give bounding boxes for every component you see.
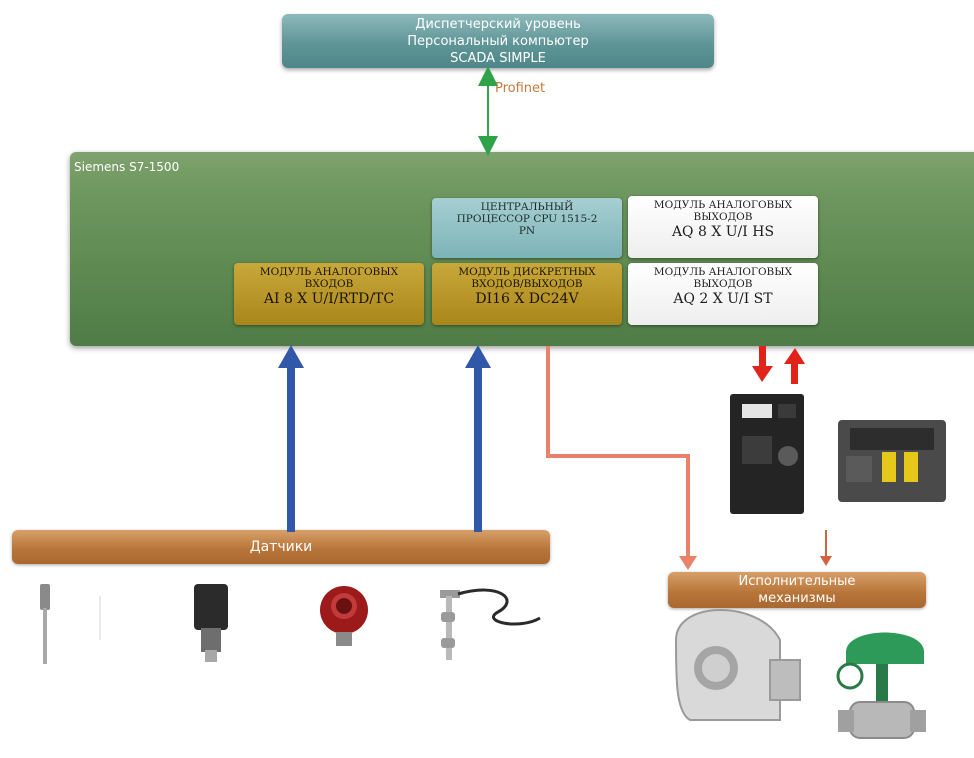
connector-sensor-icon (320, 586, 368, 646)
actuators-line2: механизмы (758, 591, 836, 606)
ai-module: МОДУЛЬ АНАЛОГОВЫХ ВХОДОВ AI 8 X U/I/RTD/… (234, 263, 424, 325)
cpu-line2: ПРОЦЕССОР CPU 1515-2 (456, 213, 598, 225)
scada-line2: Персональный компьютер (407, 34, 589, 49)
aq8-line2: ВЫХОДОВ (693, 211, 753, 223)
di-module: МОДУЛЬ ДИСКРЕТНЫХ ВХОДОВ/ВЫХОДОВ DI16 X … (432, 263, 622, 325)
aq2-module: МОДУЛЬ АНАЛОГОВЫХ ВЫХОДОВ AQ 2 X U/I ST (628, 263, 818, 325)
actuators-line1: Исполнительные (738, 574, 856, 589)
control-valve-icon (836, 632, 926, 739)
scada-line3: SCADA SIMPLE (450, 51, 546, 66)
contactor-to-actuators-arrow (820, 530, 832, 566)
sensors-bar: Датчики (12, 530, 550, 564)
frequency-drive-icon (730, 394, 804, 514)
aq8-module: МОДУЛЬ АНАЛОГОВЫХ ВЫХОДОВ AQ 8 X U/I HS (628, 196, 818, 258)
ai-line1: МОДУЛЬ АНАЛОГОВЫХ (259, 266, 399, 278)
sensor-to-di-arrow (465, 345, 491, 532)
aq8-line1: МОДУЛЬ АНАЛОГОВЫХ (653, 199, 793, 211)
scada-line1: Диспетчерский уровень (415, 17, 581, 32)
pressure-transmitter-icon (194, 584, 228, 662)
profinet-label: Profinet (495, 81, 546, 96)
di-line1: МОДУЛЬ ДИСКРЕТНЫХ (458, 266, 596, 278)
thermocouple-icon (40, 584, 101, 664)
scada-box: Диспетчерский уровень Персональный компь… (282, 14, 714, 68)
aq2-line1: МОДУЛЬ АНАЛОГОВЫХ (653, 266, 793, 278)
cpu-line3: PN (518, 225, 536, 237)
sensors-label: Датчики (249, 539, 313, 555)
drive-to-aq-arrow (784, 348, 805, 384)
aq8-line3: AQ 8 X U/I HS (671, 224, 775, 240)
aq2-line3: AQ 2 X U/I ST (673, 291, 773, 307)
level-float-sensor-icon (440, 588, 541, 660)
aq-to-drive-arrow (752, 346, 773, 382)
ai-line3: AI 8 X U/I/RTD/TC (263, 291, 395, 307)
plc-title: Siemens S7-1500 (74, 160, 180, 174)
di-line2: ВХОДОВ/ВЫХОДОВ (471, 278, 583, 290)
fan-icon (674, 609, 801, 721)
sensor-to-ai-arrow (278, 345, 304, 532)
actuators-bar: Исполнительные механизмы (668, 572, 926, 608)
ai-line2: ВХОДОВ (304, 278, 354, 290)
di-line3: DI16 X DC24V (475, 291, 579, 307)
cpu-line1: ЦЕНТРАЛЬНЫЙ (480, 201, 574, 213)
contactor-icon (838, 420, 946, 502)
aq2-line2: ВЫХОДОВ (693, 278, 753, 290)
cpu-module: ЦЕНТРАЛЬНЫЙ ПРОЦЕССОР CPU 1515-2 PN (432, 198, 622, 258)
di-to-actuators-line (546, 346, 697, 570)
